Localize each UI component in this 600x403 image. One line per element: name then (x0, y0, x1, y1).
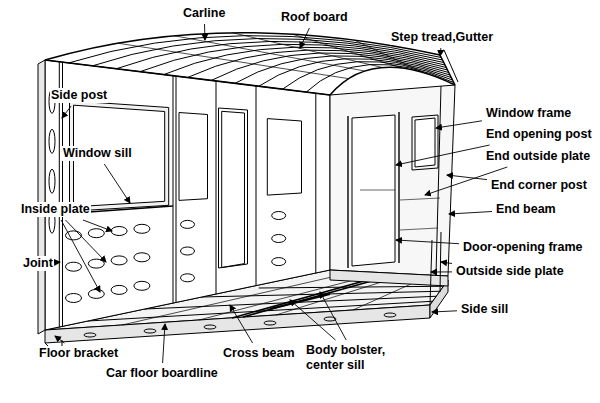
part-label: End corner post (490, 178, 588, 193)
leader-line (449, 212, 492, 215)
part-label: End beam (495, 202, 557, 217)
part-label: Door-opening frame (462, 240, 583, 255)
leader-line (204, 24, 206, 40)
part-label: Body bolster, center sill (305, 343, 407, 373)
leader-line (441, 262, 452, 264)
leader-line (431, 271, 452, 272)
leader-line (432, 311, 457, 312)
part-label: Side post (50, 88, 108, 103)
leader-line (290, 300, 336, 340)
leader-line (396, 240, 459, 244)
leader-line (83, 220, 112, 231)
part-label: Inside plate (20, 202, 91, 217)
part-label: Outside side plate (455, 264, 565, 279)
leader-line (436, 121, 482, 128)
leader-line (163, 324, 165, 363)
part-label: End outside plate (485, 149, 591, 164)
leader-line (55, 336, 64, 343)
part-label: Step tread,Gutter (390, 30, 494, 45)
leader-line (396, 145, 490, 165)
part-label: End opening post (485, 127, 593, 142)
leader-line (300, 28, 309, 48)
leader-line (57, 262, 60, 263)
leader-line (61, 220, 100, 292)
part-label: Floor bracket (38, 346, 119, 361)
part-label: Car floor boardline (105, 366, 219, 381)
leader-line (62, 106, 71, 118)
part-label: Window sill (62, 146, 133, 161)
leader-line (66, 220, 107, 262)
part-label: Window frame (485, 106, 572, 121)
leader-line (447, 175, 487, 180)
part-label: Joint (22, 256, 54, 271)
part-label: Cross beam (222, 346, 296, 361)
leader-line (104, 164, 130, 203)
leader-line (230, 305, 253, 343)
part-label: Carline (182, 6, 226, 21)
leader-line (440, 48, 442, 56)
part-label: Side sill (460, 302, 509, 317)
part-label: Roof board (280, 10, 349, 25)
leader-line (320, 292, 346, 340)
